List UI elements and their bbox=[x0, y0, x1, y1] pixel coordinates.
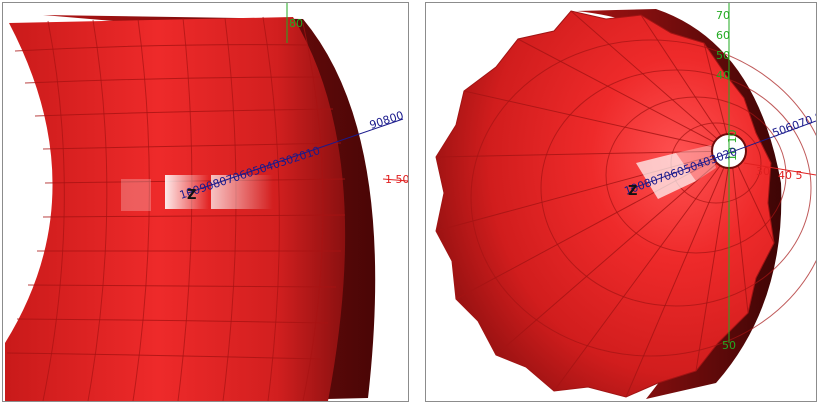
x-axis-line bbox=[743, 162, 816, 176]
shine-1 bbox=[165, 175, 209, 209]
dish-shine-2 bbox=[676, 145, 716, 181]
x-axis-tick: 1 50 bbox=[385, 173, 408, 186]
shell-grid-cols bbox=[42, 16, 324, 401]
dish-rings bbox=[470, 39, 816, 357]
right-3d-viewport[interactable]: 70 60 50 40 50 10 10 10080706050403020 5… bbox=[425, 2, 817, 402]
right-surface-render: 70 60 50 40 50 10 10 10080706050403020 5… bbox=[435, 3, 816, 399]
x-tick-1: 30 bbox=[756, 165, 770, 178]
y-tick-3: 50 bbox=[716, 49, 730, 62]
y-tick-4: 40 bbox=[716, 69, 730, 82]
left-surface-render: 100908070605040302010 90800 80 1 50 Z bbox=[5, 3, 408, 401]
hub-ticks: 10 10 bbox=[726, 130, 739, 162]
left-3d-viewport[interactable]: 100908070605040302010 90800 80 1 50 Z bbox=[2, 2, 409, 402]
z-axis-line bbox=[187, 118, 404, 194]
y-axis-tick: 80 bbox=[289, 17, 303, 30]
y-bottom-tick: 50 bbox=[722, 339, 736, 352]
z-axis-far-ticks: 506070 80 bbox=[771, 107, 816, 140]
y-tick-1: 70 bbox=[716, 9, 730, 22]
y-tick-2: 60 bbox=[716, 29, 730, 42]
x-axis-line bbox=[382, 178, 408, 182]
x-tick-2: 40 5 bbox=[778, 169, 803, 182]
shell-grid-rows bbox=[6, 44, 346, 360]
z-axis-label: Z bbox=[628, 184, 637, 199]
shine-2 bbox=[211, 175, 273, 209]
z-axis-line bbox=[630, 120, 816, 190]
z-axis-label: Z bbox=[187, 188, 196, 203]
shine-3 bbox=[121, 179, 151, 211]
z-axis-far-ticks: 90800 bbox=[368, 109, 405, 132]
